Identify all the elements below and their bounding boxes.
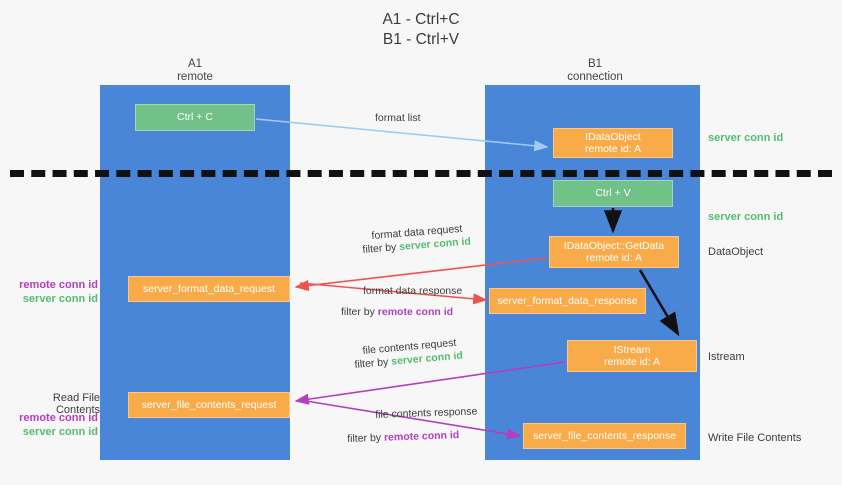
annotation-remote-conn-id-2: remote conn id: [19, 412, 98, 424]
node-getdata-remote-id: remote id: A: [585, 252, 643, 264]
annotation-read-file-contents: Read File Contents: [52, 392, 100, 416]
edge-label-format-data-response-text: format data response: [363, 285, 463, 297]
lane-b1-name: B1: [587, 58, 603, 70]
node-istream-remote-id: remote id: A: [603, 356, 661, 368]
edge-label-format-list: format list: [375, 111, 421, 125]
lane-b1-sublabel: connection: [567, 71, 623, 83]
lane-header-a1: A1 remote: [120, 58, 270, 84]
lane-a1-name: A1: [187, 58, 203, 70]
annotation-left-conn-ids-1: remote conn id server conn id: [8, 278, 98, 306]
annotation-left-conn-ids-2: remote conn id server conn id: [8, 411, 98, 439]
node-getdata-label: IDataObject::GetData: [563, 239, 665, 252]
title-line-1: A1 - Ctrl+C: [382, 11, 460, 28]
annotation-write-file-contents: Write File Contents: [708, 432, 802, 444]
node-istream[interactable]: IStream remote id: A: [567, 340, 697, 372]
annotation-server-conn-id-mid: server conn id: [708, 211, 784, 223]
filter-prefix: filter by: [362, 241, 400, 256]
filter-prefix: filter by: [347, 431, 385, 445]
node-server-format-data-response[interactable]: server_format_data_response: [489, 288, 646, 314]
annotation-server-conn-id-top: server conn id: [708, 132, 784, 144]
node-idataobject-getdata[interactable]: IDataObject::GetData remote id: A: [549, 236, 679, 268]
node-idataobject-remote-id: remote id: A: [584, 143, 642, 155]
node-ctrl-v-label: Ctrl + V: [595, 187, 631, 200]
node-server-file-contents-request[interactable]: server_file_contents_request: [128, 392, 290, 418]
filter-key-remote-conn-id: remote conn id: [377, 306, 454, 318]
node-server-file-contents-response[interactable]: server_file_contents_response: [523, 423, 686, 449]
annotation-remote-conn-id-1: remote conn id: [19, 279, 98, 291]
edge-label-file-contents-response: file contents response: [375, 404, 478, 422]
lane-header-b1: B1 connection: [520, 58, 670, 84]
node-server-file-contents-request-label: server_file_contents_request: [141, 398, 277, 411]
edge-label-file-contents-response-filter: filter by remote conn id: [347, 428, 459, 446]
page-title: A1 - Ctrl+C B1 - Ctrl+V: [0, 10, 842, 50]
node-server-format-data-response-label: server_format_data_response: [497, 294, 638, 307]
node-idataobject[interactable]: IDataObject remote id: A: [553, 128, 673, 158]
lane-a1-sublabel: remote: [177, 71, 213, 83]
filter-prefix: filter by: [354, 355, 392, 371]
node-ctrl-c[interactable]: Ctrl + C: [135, 104, 255, 131]
edge-label-file-contents-response-text: file contents response: [375, 405, 478, 421]
node-server-format-data-request[interactable]: server_format_data_request: [128, 276, 290, 302]
edge-label-format-data-response: format data response: [363, 284, 462, 298]
node-idataobject-label: IDataObject: [585, 130, 641, 143]
edge-label-format-list-text: format list: [375, 112, 421, 124]
node-ctrl-c-label: Ctrl + C: [177, 111, 213, 124]
title-line-2: B1 - Ctrl+V: [382, 31, 460, 48]
annotation-server-conn-id-1: server conn id: [22, 293, 98, 305]
phase-divider: [10, 170, 832, 177]
edge-label-format-data-response-filter: filter by remote conn id: [341, 305, 453, 319]
annotation-dataobject: DataObject: [708, 246, 764, 258]
filter-key-remote-conn-id: remote conn id: [383, 429, 460, 444]
node-ctrl-v[interactable]: Ctrl + V: [553, 180, 673, 207]
node-server-format-data-request-label: server_format_data_request: [143, 282, 275, 295]
node-server-file-contents-response-label: server_file_contents_response: [532, 429, 676, 442]
filter-prefix: filter by: [341, 306, 378, 318]
node-istream-label: IStream: [613, 343, 651, 356]
annotation-server-conn-id-2: server conn id: [22, 426, 98, 438]
annotation-istream: Istream: [708, 351, 745, 363]
